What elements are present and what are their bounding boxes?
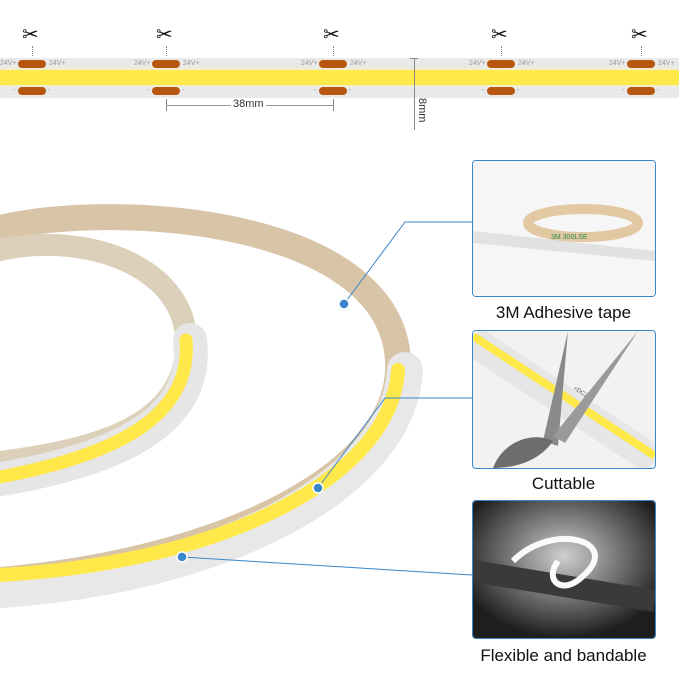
solder-pad-negative	[152, 87, 180, 95]
pointer-dot-adhesive	[338, 298, 350, 310]
solder-pad-positive	[627, 60, 655, 68]
neg-label: -	[48, 87, 51, 94]
solder-pad-negative	[319, 87, 347, 95]
neg-label: -	[657, 87, 660, 94]
scissors-icon: ✂	[491, 24, 508, 46]
neg-label: -	[622, 87, 625, 94]
cut-line	[166, 46, 167, 56]
label-flexible: Flexible and bandable	[480, 646, 647, 665]
solder-pad-negative	[487, 87, 515, 95]
pad-label: 24V+	[518, 60, 535, 67]
neg-label: -	[517, 87, 520, 94]
cut-line	[333, 46, 334, 56]
pad-label: 24V+	[301, 60, 318, 67]
dim-tick-right	[333, 99, 334, 111]
outer-strip	[0, 352, 423, 608]
label-cuttable: Cuttable	[531, 474, 596, 493]
svg-text:3M 300LSE: 3M 300LSE	[551, 234, 588, 241]
panel-adhesive-tape: 3M 300LSE	[472, 160, 656, 297]
neg-label: -	[482, 87, 485, 94]
cut-line	[641, 46, 642, 56]
strip-led-band	[0, 70, 679, 85]
cut-line	[32, 46, 33, 56]
scissors-icon: ✂	[22, 24, 39, 46]
solder-pad-positive	[319, 60, 347, 68]
solder-pad-positive	[487, 60, 515, 68]
pad-label: 24V+	[49, 60, 66, 67]
spacing-label: 38mm	[231, 98, 266, 110]
pad-label: 24V+	[658, 60, 675, 67]
pointer-dot-flexible	[176, 551, 188, 563]
panel-cuttable: +DC24V	[472, 330, 656, 469]
neg-label: -	[147, 87, 150, 94]
tape-backing-outer	[0, 204, 412, 593]
pad-label: 24V+	[469, 60, 486, 67]
neg-label: -	[13, 87, 16, 94]
pad-label: 24V+	[609, 60, 626, 67]
pad-label: 24V+	[134, 60, 151, 67]
panel-flexible	[472, 500, 656, 639]
pad-label: 24V+	[350, 60, 367, 67]
neg-label: -	[314, 87, 317, 94]
dim-vline	[414, 58, 415, 130]
pointer-dot-cuttable	[312, 482, 324, 494]
solder-pad-positive	[18, 60, 46, 68]
scissors-icon: ✂	[323, 24, 340, 46]
pad-label: 24V+	[183, 60, 200, 67]
scissors-icon: ✂	[156, 24, 173, 46]
pad-label: 24V+	[0, 60, 17, 67]
outer-strip-led	[0, 363, 405, 582]
scissors-icon: ✂	[631, 24, 648, 46]
cut-line	[501, 46, 502, 56]
neg-label: -	[349, 87, 352, 94]
inner-strip-led	[0, 333, 193, 484]
neg-label: -	[182, 87, 185, 94]
solder-pad-negative	[18, 87, 46, 95]
solder-pad-negative	[627, 87, 655, 95]
label-adhesive-tape: 3M Adhesive tape	[495, 303, 632, 322]
solder-pad-positive	[152, 60, 180, 68]
